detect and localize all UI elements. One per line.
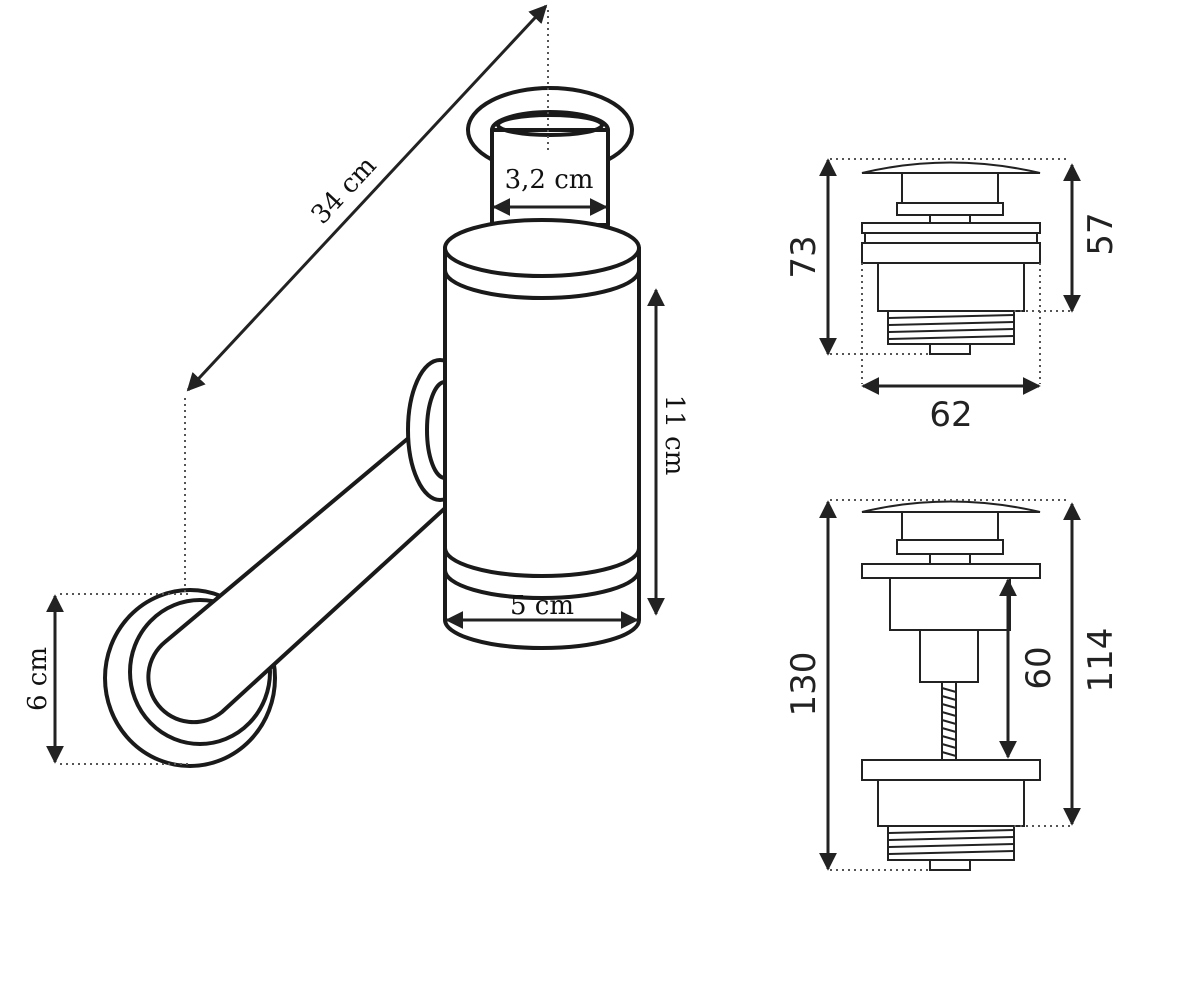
pop-up-drain-long: 130 60 114 [784,499,1121,871]
threaded-rod [941,681,957,761]
inlet-cap [466,86,634,227]
top-diameter-label: 3,2 cm [505,165,594,195]
thread [887,825,1015,861]
pop-up-drain-short: 73 57 62 [784,158,1121,435]
siphon-body [443,218,641,650]
inner-height-label: 114 [1081,628,1121,693]
height-label: 73 [784,235,824,278]
width-label: 62 [929,395,972,435]
dimension-body-diameter: 5 cm [445,591,639,629]
height-label: 130 [784,652,824,717]
wall-flange-label: 6 cm [23,647,53,711]
thread [887,310,1015,345]
inner-height-label: 57 [1081,212,1121,255]
body-height-label: 11 cm [659,395,689,476]
stem-label: 60 [1019,646,1059,689]
dimension-height: 130 [784,499,1070,871]
bottle-siphon: 34 cm 3,2 cm 11 cm 5 cm 6 cm [23,4,689,768]
body-diameter-label: 5 cm [510,591,574,621]
dimension-inner-height: 114 [1014,502,1121,827]
dimension-stem: 60 [999,578,1059,759]
length-label: 34 cm [306,151,383,230]
dimension-wall-flange: 6 cm [23,593,190,765]
dimension-inner-height: 57 [1014,163,1121,313]
dimension-top-diameter: 3,2 cm [492,165,608,216]
dimension-width: 62 [861,263,1041,435]
outlet-pipe [146,418,480,725]
dimension-body-height: 11 cm [647,288,689,616]
dimension-height: 73 [784,158,1070,356]
